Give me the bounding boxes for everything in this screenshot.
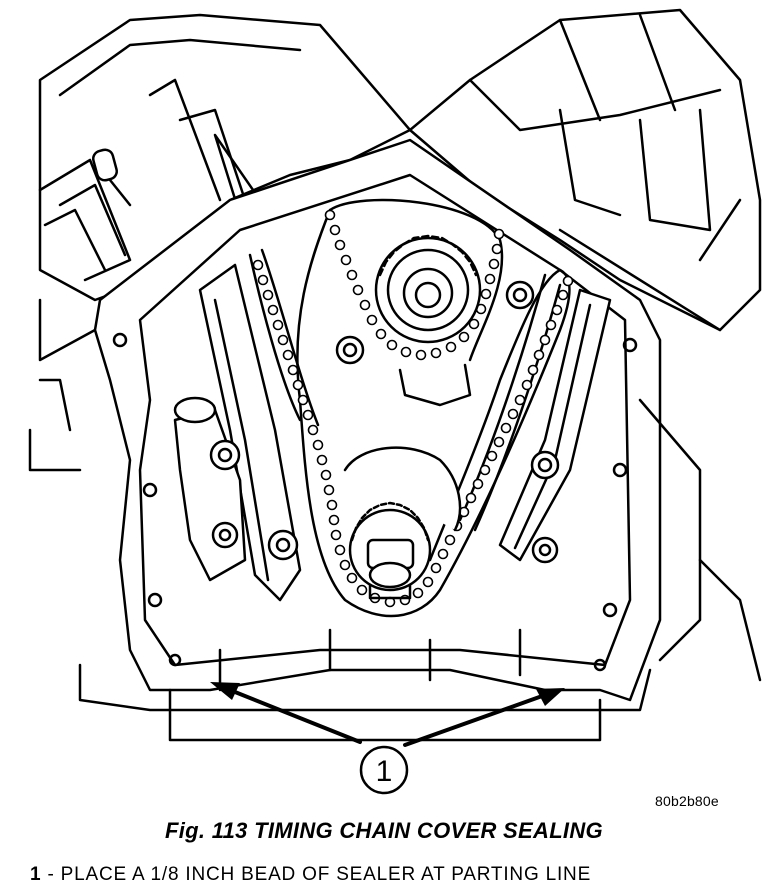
legend-separator: - [41,864,61,885]
crankshaft-sprocket [343,446,462,600]
left-arrow-head [210,682,240,700]
timing-chain-diagram: 1 [28,8,762,795]
legend-item: 1 - PLACE A 1/8 INCH BEAD OF SEALER AT P… [30,864,591,886]
legend-text: PLACE A 1/8 INCH BEAD OF SEALER AT PARTI… [60,864,592,885]
right-arrow-head [536,688,565,706]
left-cylinder-head [38,13,412,362]
callout-circle [359,745,409,795]
block-bolts [267,450,560,564]
legend-number: 1 [30,864,42,885]
right-cylinder-head [408,8,762,332]
lower-block-rail [28,378,762,742]
callout-arrows [228,688,547,747]
camshaft-sprocket [335,234,535,407]
callout-number: 1 [376,755,393,788]
figure-caption: Fig. 113 TIMING CHAIN COVER SEALING [165,818,603,843]
chain-tensioner [173,396,247,582]
image-code: 80b2b80e [655,793,719,809]
